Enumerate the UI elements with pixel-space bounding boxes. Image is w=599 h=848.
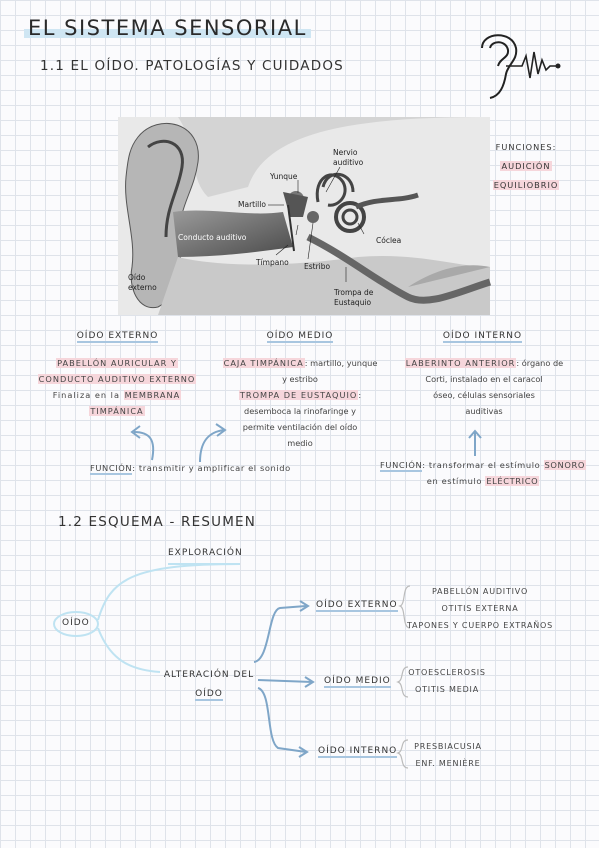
label-nervio: Nervio [333,148,358,157]
label-trompa: Trompa de [333,288,374,297]
function-equilibrio: EQUILIOBRIO [492,180,560,190]
label-estribo: Estribo [304,262,331,271]
scheme-medio: OÍDO MEDIO [324,676,391,688]
scheme-externo: OÍDO EXTERNO [316,600,398,612]
heading-oido-externo: OÍDO EXTERNO [76,331,159,343]
scheme-root: OÍDO [62,618,90,628]
function-audicion: AUDICIÓN [500,161,552,171]
scheme-alteracion: ALTERACIÓN DEL OÍDO [163,670,255,701]
label-coclea: Cóclea [376,236,401,245]
section-heading-2: 1.2 ESQUEMA - RESUMEN [58,514,257,530]
column-externo: PABELLÓN AURICULAR Y CONDUCTO AUDITIVO E… [37,358,197,416]
label-oido: Oído [128,273,146,282]
label-auditivo: auditivo [333,158,364,167]
label-timpano: Tímpano [255,258,289,267]
label-eustaquio: Eustaquio [334,298,372,307]
label-externo: externo [128,283,157,292]
column-medio: CAJA TIMPÁNICA: martillo, yunque y estri… [222,358,378,448]
function-note-left: FUNCIÓN: transmitir y amplificar el soni… [90,463,291,475]
heading-oido-interno: OÍDO INTERNO [442,331,523,343]
column-interno: LABERINTO ANTERIOR: órgano de Corti, ins… [404,358,564,416]
functions-heading: FUNCIONES: [495,142,557,152]
label-conducto: Conducto auditivo [178,233,247,242]
label-yunque: Yunque [269,172,298,181]
ear-sound-icon [481,34,561,99]
functions-box: FUNCIONES: AUDICIÓN EQUILIOBRIO [486,138,566,195]
scheme-externo-items: PABELLÓN AUDITIVO OTITIS EXTERNA TAPONES… [406,587,553,630]
scheme-medio-items: OTOESCLEROSIS OTITIS MEDIA [408,668,486,694]
page-title: EL SISTEMA SENSORIAL [24,16,311,40]
arrows-to-function-left [130,423,227,463]
section-heading-1: 1.1 EL OÍDO. PATOLOGÍAS Y CUIDADOS [40,58,344,74]
function-note-right: FUNCIÓN: transformar el estímulo SONORO … [380,460,586,486]
scheme-interno: OÍDO INTERNO [318,746,398,758]
ear-anatomy-illustration: Nervio auditivo Yunque Martillo Conducto… [118,117,492,315]
arrow-to-function-right [468,429,482,456]
scheme-exploracion: EXPLORACIÓN [168,548,243,558]
label-martillo: Martillo [238,200,266,209]
scheme-interno-items: PRESBIACUSIA ENF. MENIÈRE [414,742,482,768]
scheme-connectors [53,563,411,769]
heading-oido-medio: OÍDO MEDIO [266,331,334,343]
